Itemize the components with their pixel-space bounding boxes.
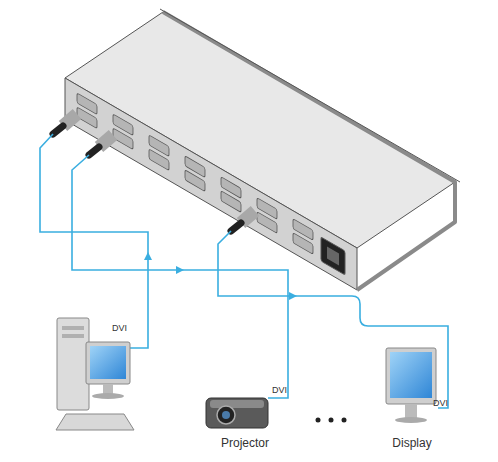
signal-label: DVI	[433, 398, 448, 408]
signal-arrow	[144, 252, 297, 300]
device-label: Display	[378, 436, 446, 450]
dvi-plug	[89, 135, 113, 155]
device-node: Display	[378, 344, 446, 450]
amplifier-unit	[65, 9, 460, 290]
device-label: Projector	[200, 436, 290, 450]
computer-icon	[56, 318, 134, 430]
signal-label: DVI	[112, 323, 127, 333]
dvi-cable	[40, 134, 448, 408]
signal-label: DVI	[272, 385, 287, 395]
projector-icon	[206, 398, 268, 428]
dvi-plug	[53, 114, 77, 134]
dvi-plug	[231, 211, 255, 231]
port-panel	[77, 93, 345, 275]
device-node: Projector	[200, 388, 290, 450]
ellipsis-dots	[316, 418, 347, 423]
display-icon	[386, 348, 436, 423]
